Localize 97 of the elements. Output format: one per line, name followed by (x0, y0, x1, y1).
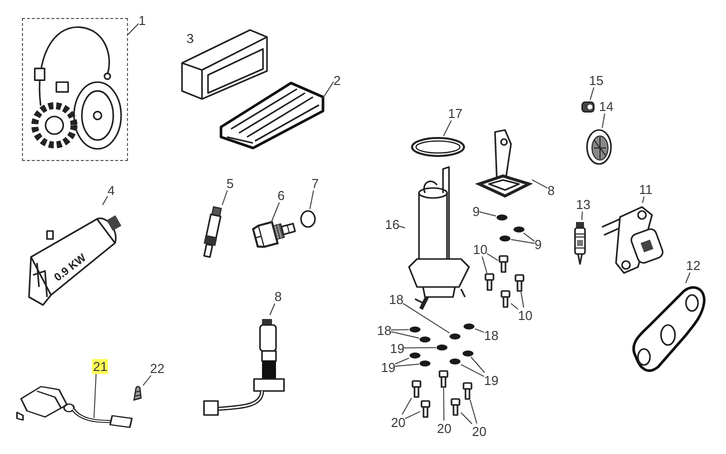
washer-drawing (463, 323, 475, 330)
leader-line (510, 303, 518, 310)
leader-line (142, 375, 152, 386)
callout-number: 8 (548, 182, 555, 198)
callout-number: 10 (473, 242, 488, 256)
callout-number: 3 (186, 30, 194, 46)
callout-number: 15 (589, 72, 604, 88)
leader-line (404, 347, 436, 348)
leader-line (523, 232, 535, 242)
leader-line (520, 292, 524, 308)
callout-number: 20 (472, 424, 486, 438)
callout-number: 20 (437, 420, 452, 436)
leader-line (590, 87, 594, 100)
washer-drawing (419, 360, 431, 367)
callout-number: 10 (518, 308, 532, 322)
washer-drawing (409, 352, 421, 359)
terminal-drawing (131, 384, 143, 402)
callout-number: 11 (639, 182, 652, 196)
leader-line (269, 303, 276, 316)
callout-number: 7 (312, 176, 319, 190)
bolt-drawing (438, 370, 449, 388)
leader-line (94, 373, 97, 418)
leader-line (398, 226, 406, 228)
leader-line (474, 328, 484, 333)
leader-line (532, 179, 548, 189)
leader-line (602, 113, 606, 128)
bolt-drawing (462, 382, 473, 400)
o-ring-drawing (298, 209, 318, 229)
callout-number: 14 (599, 98, 614, 114)
leader-line (402, 398, 412, 415)
leader-line (270, 202, 280, 224)
bolt-drawing (514, 274, 525, 292)
callout-number: 1 (138, 12, 146, 28)
leader-line (470, 400, 478, 424)
bolt-drawing (450, 398, 461, 416)
leader-line (581, 211, 583, 220)
callout-number: 4 (108, 182, 115, 198)
washer-drawing (409, 326, 421, 333)
callout-number: 21 (92, 358, 108, 374)
callout-number: 8 (274, 288, 282, 304)
leader-line (404, 411, 420, 420)
callout-number: 16 (385, 216, 400, 232)
leader-line (486, 253, 498, 261)
o-ring-drawing (410, 136, 466, 158)
leader-line (394, 358, 410, 364)
callout-number: 13 (576, 196, 590, 212)
leader-line (482, 256, 488, 274)
leader-line (390, 331, 420, 339)
callout-number: 2 (334, 72, 341, 88)
washer-drawing (449, 333, 461, 340)
leader-line (402, 302, 450, 334)
leader-line (685, 272, 690, 284)
leader-line (470, 356, 485, 373)
leader-line (322, 81, 334, 98)
callout-number: 18 (377, 322, 392, 338)
callout-number: 20 (391, 414, 406, 430)
leader-line (222, 190, 228, 206)
callout-number: 18 (484, 328, 498, 342)
bolt-drawing (411, 380, 422, 398)
callout-number: 12 (686, 258, 700, 272)
leader-line (128, 23, 139, 35)
callout-number: 22 (150, 360, 164, 376)
leader-line (390, 329, 410, 330)
callout-number: 19 (484, 372, 498, 388)
leader-line (510, 239, 535, 244)
bolt-drawing (498, 255, 509, 273)
bolt-drawing (484, 273, 495, 291)
cap-drawing (581, 100, 595, 114)
callout-number: 19 (390, 340, 404, 356)
callout-number: 17 (448, 106, 462, 120)
callout-number: 18 (389, 292, 404, 306)
callout-number: 9 (534, 236, 542, 252)
washer-drawing (462, 350, 474, 357)
washer-drawing (513, 226, 525, 233)
bolt-drawing (420, 400, 431, 418)
leader-line (102, 196, 108, 206)
leader-line (394, 364, 420, 367)
leader-line (309, 190, 314, 210)
washer-drawing (449, 358, 461, 365)
leader-line (460, 412, 472, 424)
leader-line (443, 388, 444, 421)
injector-drawing (572, 220, 588, 266)
callout-number: 5 (226, 176, 234, 190)
washer-drawing (496, 214, 508, 221)
callout-number: 6 (278, 188, 285, 202)
washer-drawing (419, 336, 431, 343)
cover-drawing (584, 128, 614, 166)
leader-line (642, 196, 645, 204)
callout-number: 9 (472, 204, 480, 218)
rating-text: 0.9 KW (52, 252, 88, 284)
leader-line (443, 120, 452, 136)
leader-line (460, 364, 484, 377)
bolt-drawing (500, 290, 511, 308)
leader-line (479, 211, 496, 216)
washer-drawing (499, 235, 511, 242)
washer-drawing (436, 344, 448, 351)
callout-number: 19 (381, 360, 396, 374)
